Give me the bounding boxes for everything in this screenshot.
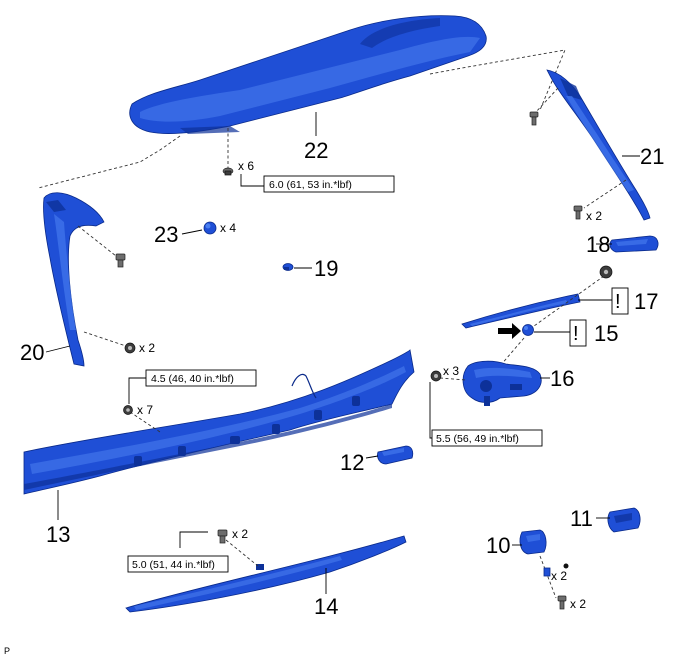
torque-box-22 — [263, 175, 395, 193]
guide-14-screw — [225, 539, 259, 567]
label-16: 16 — [550, 366, 574, 391]
part-12-sensor — [377, 445, 414, 465]
part-22-rear-spoiler — [129, 15, 487, 135]
part-10-switch — [519, 529, 547, 555]
torque-13: 4.5 (46, 40 in.*lbf) — [151, 373, 234, 385]
torque-box-16 — [431, 429, 543, 447]
clip-22-icon — [222, 167, 234, 176]
nut-17-icon — [599, 265, 613, 279]
guide-16-nut — [439, 377, 467, 381]
qty-14-screw: x 2 — [232, 527, 248, 541]
part-13-back-door-garnish — [23, 349, 415, 495]
label-19: 19 — [314, 256, 338, 281]
part-20-side-spoiler-left — [43, 192, 105, 367]
qty-21-bolt: x 2 — [586, 209, 602, 223]
qty-16-nut: x 3 — [443, 364, 459, 378]
bolt-10-icon — [557, 595, 567, 610]
label-13: 13 — [46, 522, 70, 547]
part-13-wire-harness — [291, 373, 317, 399]
qty-13-clip: x 7 — [137, 403, 153, 417]
part-23-clip — [203, 221, 217, 235]
label-11: 11 — [570, 506, 593, 531]
torque-14: 5.0 (51, 44 in.*lbf) — [132, 559, 215, 571]
leader-20 — [45, 345, 71, 353]
caution-box-15 — [569, 319, 587, 347]
screw-21-icon — [529, 111, 539, 126]
label-17: 17 — [634, 289, 658, 314]
label-14: 14 — [314, 594, 338, 619]
guide-10-screws — [539, 555, 557, 599]
nut-16-icon — [430, 370, 442, 382]
guide-17-nut — [533, 275, 605, 327]
part-14-lower-garnish — [125, 535, 407, 613]
label-22: 22 — [304, 138, 328, 163]
qty-10-bolt: x 2 — [570, 597, 586, 611]
leader-12 — [365, 455, 379, 459]
torque-22: 6.0 (61, 53 in.*lbf) — [269, 179, 352, 191]
torque-16: 5.5 (56, 49 in.*lbf) — [436, 433, 519, 445]
guide-20-nut — [83, 331, 127, 347]
caution-17: ! — [615, 291, 621, 313]
guide-13-clip — [129, 411, 161, 433]
guide-22-to-20 — [37, 135, 181, 189]
torque-box-14 — [127, 555, 229, 573]
torque-16-leader — [429, 382, 432, 439]
guide-15-16 — [499, 337, 525, 367]
screw-14-icon — [217, 529, 228, 544]
screw-20-icon — [115, 253, 126, 268]
label-15: 15 — [594, 321, 618, 346]
part-11-component — [607, 507, 641, 533]
label-10: 10 — [486, 533, 510, 558]
guide-22-to-21 — [429, 49, 566, 111]
part-19-clip — [282, 263, 294, 271]
part-16-wiper-motor — [462, 360, 542, 406]
caution-box-17 — [611, 287, 629, 315]
qty-22-clip: x 6 — [238, 159, 254, 173]
label-18: 18 — [586, 232, 610, 257]
clip-13-icon — [123, 405, 133, 415]
torque-22-leader — [240, 174, 264, 187]
qty-20-nut: x 2 — [139, 341, 155, 355]
torque-14-leader — [179, 531, 208, 548]
qty-23: x 4 — [220, 221, 236, 235]
label-23: 23 — [154, 222, 178, 247]
nut-20-icon — [124, 342, 136, 354]
torque-13-leader — [128, 377, 146, 404]
part-17-wiper-arm — [461, 293, 581, 329]
small-screw-10-icon — [543, 563, 569, 577]
part-15-seal — [522, 324, 534, 336]
corner-code: P — [4, 646, 10, 656]
part-21-side-spoiler-right — [546, 69, 651, 221]
bolt-21-icon — [573, 205, 583, 220]
qty-10-small: x 2 — [551, 569, 567, 583]
leader-23 — [181, 229, 203, 235]
guide-21-screw — [535, 87, 559, 113]
guide-21-bolt — [583, 179, 627, 209]
label-20: 20 — [20, 340, 44, 365]
torque-box-13 — [145, 369, 257, 387]
arrow-icon — [498, 323, 521, 339]
label-12: 12 — [340, 450, 364, 475]
part-18-cap — [609, 235, 659, 253]
guide-20-screw — [77, 225, 117, 257]
label-21: 21 — [640, 144, 664, 169]
caution-15: ! — [573, 323, 579, 345]
